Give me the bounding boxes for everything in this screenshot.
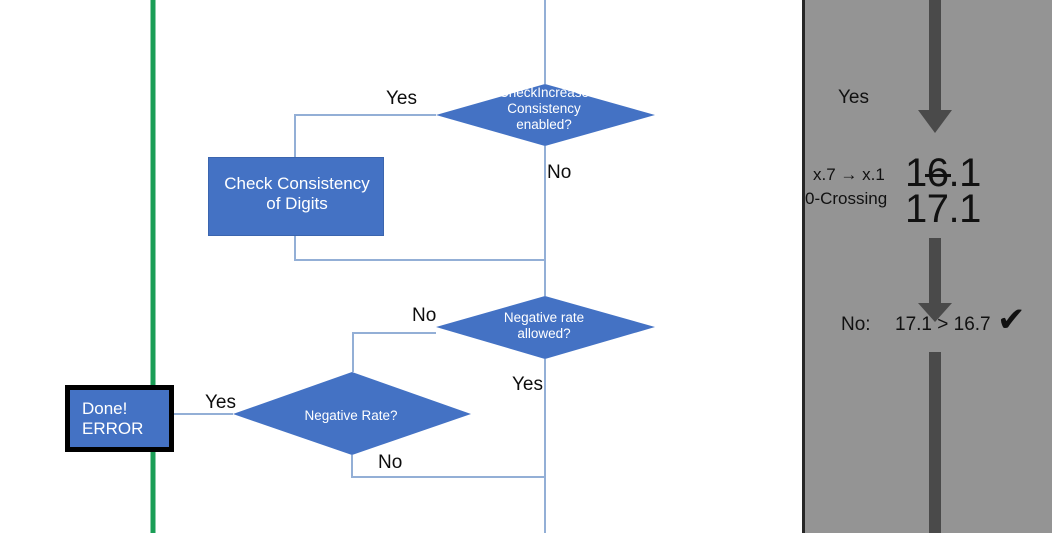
panel-branch-label: Yes [838,87,869,108]
panel-value-struck: 16.1 [905,152,981,194]
edge-label-negative-rate-no: No [378,452,403,473]
checkmark-icon: ✔ [997,300,1026,340]
connector-process-return [294,236,545,261]
panel-value-struck-pre: 1 [905,151,927,195]
panel-annotation-rounding: x.7 → x.1 [813,165,885,184]
decision-negative-rate-allowed[interactable] [436,296,655,359]
connector-negrate-no [351,455,545,478]
panel-value-struck-post: .1 [948,151,982,195]
decision-check-increase-consistency[interactable] [436,84,655,146]
edge-label-check-increase-yes: Yes [386,88,417,109]
terminator-done-error-label: Done! ERROR [82,399,144,439]
panel-comparison: 17.1 > 16.7 [895,314,991,335]
connector-checkincrease-yes [294,114,436,157]
right-annotation-panel: Yes x.7 → x.1 0-Crossing 16.1 17.1 No: 1… [802,0,1052,533]
panel-annotation-zero-crossing: 0-Crossing [805,189,888,208]
process-check-consistency-of-digits[interactable]: Check Consistency of Digits [208,157,384,236]
terminator-done-error[interactable]: Done! ERROR [65,385,174,452]
panel-value-struck-digit: 6 [926,151,949,195]
edge-label-negative-rate-allowed-no: No [412,305,437,326]
decision-negative-rate[interactable] [233,372,471,455]
connector-negallowed-no [352,332,436,372]
process-check-consistency-label: Check Consistency of Digits [224,174,370,214]
edge-label-negative-rate-allowed-yes: Yes [512,374,543,395]
panel-value-current: 17.1 [905,187,981,231]
panel-decision-label: No: [841,314,871,335]
edge-label-negative-rate-yes: Yes [205,392,236,413]
edge-label-check-increase-no: No [547,162,572,183]
